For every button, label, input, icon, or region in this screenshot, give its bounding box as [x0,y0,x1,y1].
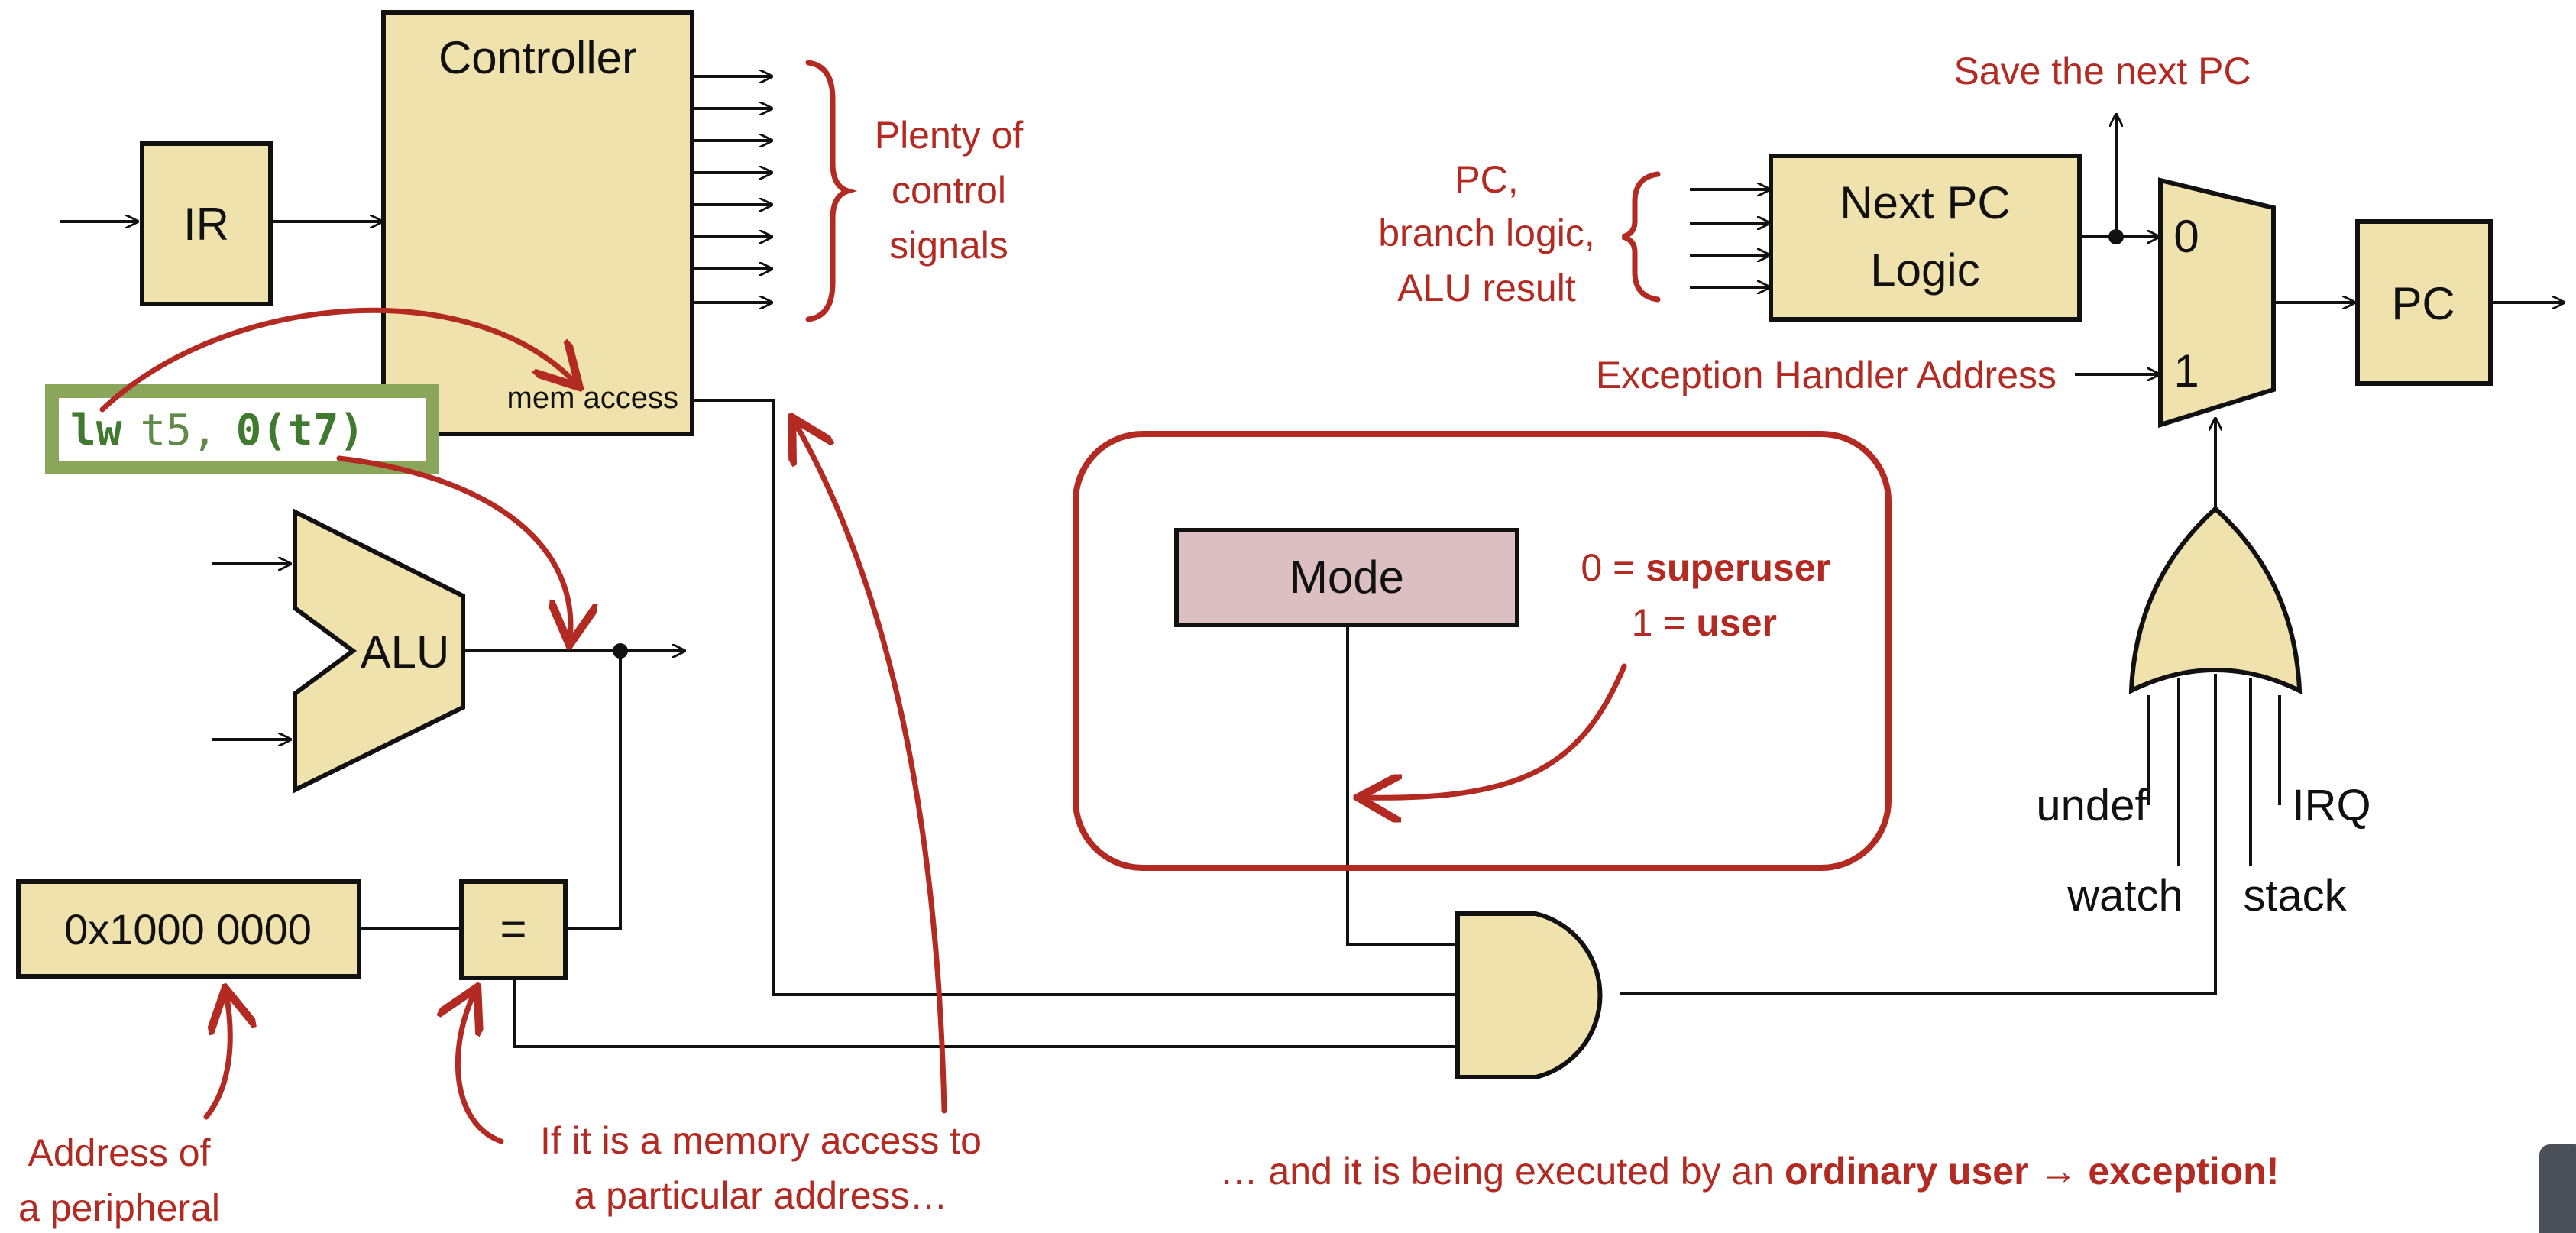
memory-access-to-mem-access-arrow [794,422,947,1114]
exception-source-watch: watch [2066,871,2183,921]
save-next-pc-annotation: Save the next PC [1953,50,2251,92]
instruction-box [45,384,439,474]
control-signals-annotation-line2: control [892,169,1006,212]
peripheral-annotation-line1: Address of [28,1131,210,1174]
control-signal-wires [692,76,772,303]
comparator-block [459,879,568,980]
exception-source-undef: undef [2036,781,2147,830]
next-pc-label-line1: Next PC [1840,177,2010,228]
alu-to-comparator-wire [568,651,622,930]
mode-highlight-box [1073,431,1892,871]
pc-mux [2158,177,2276,429]
executed-by-annotation: … and it is being executed by an ordinar… [1220,1150,2280,1193]
and-gate [1455,911,1603,1079]
control-signals-annotation-line1: Plenty of [875,114,1024,157]
mode-register [1174,528,1519,627]
control-signals-brace [805,60,858,322]
instruction-to-mem-access-arrow [99,307,576,413]
mode-to-and-wire [1346,625,1458,946]
comparator-label: = [500,903,526,954]
and-to-or-wire [1620,674,2217,995]
next-pc-label-line2: Logic [1870,244,1979,296]
next-pc-inputs-annotation-line2: branch logic, [1378,212,1595,254]
mem-access-wire [692,399,1458,996]
memory-access-to-comparator-arrow [458,992,504,1144]
annotation-arrows [99,60,1661,1144]
mux-input-1-label: 1 [2173,345,2199,396]
control-signals-annotation-line3: signals [889,224,1008,267]
pc-register [2355,219,2493,386]
corner-thumbnail [2539,1144,2576,1233]
peripheral-to-address-arrow [203,993,230,1120]
mem-access-label: mem access [507,381,679,415]
memory-access-annotation-line2: a particular address… [574,1174,947,1217]
peripheral-annotation-line2: a peripheral [18,1186,220,1229]
next-pc-inputs-annotation-line1: PC, [1455,158,1518,201]
alu-label: ALU [361,626,450,678]
memory-access-annotation-line1: If it is a memory access to [540,1119,982,1162]
mode-value-superuser: 0 = superuser [1581,546,1830,589]
alu-block [293,508,465,794]
ir-label: IR [183,199,229,250]
exception-handler-annotation: Exception Handler Address [1596,354,2057,396]
mode-label: Mode [1290,552,1404,603]
ir-block [140,141,273,306]
user-to-mode-arrow [1363,663,1627,798]
exception-source-irq: IRQ [2292,781,2371,830]
exception-source-stack: stack [2243,871,2347,921]
controller-label: Controller [439,32,637,83]
address-constant-block [16,879,361,979]
or-gate [2128,505,2303,694]
pc-label: PC [2391,278,2455,329]
next-pc-logic-block [1769,154,2082,322]
next-pc-inputs-annotation-line3: ALU result [1397,267,1576,309]
address-constant-label: 0x1000 0000 [64,905,312,953]
comparator-to-and-wire [513,978,1458,1048]
instruction-to-alu-result-arrow [336,455,571,640]
mux-input-0-label: 0 [2173,211,2199,262]
mode-value-user: 1 = user [1632,601,1777,644]
next-pc-inputs-brace [1621,171,1661,303]
